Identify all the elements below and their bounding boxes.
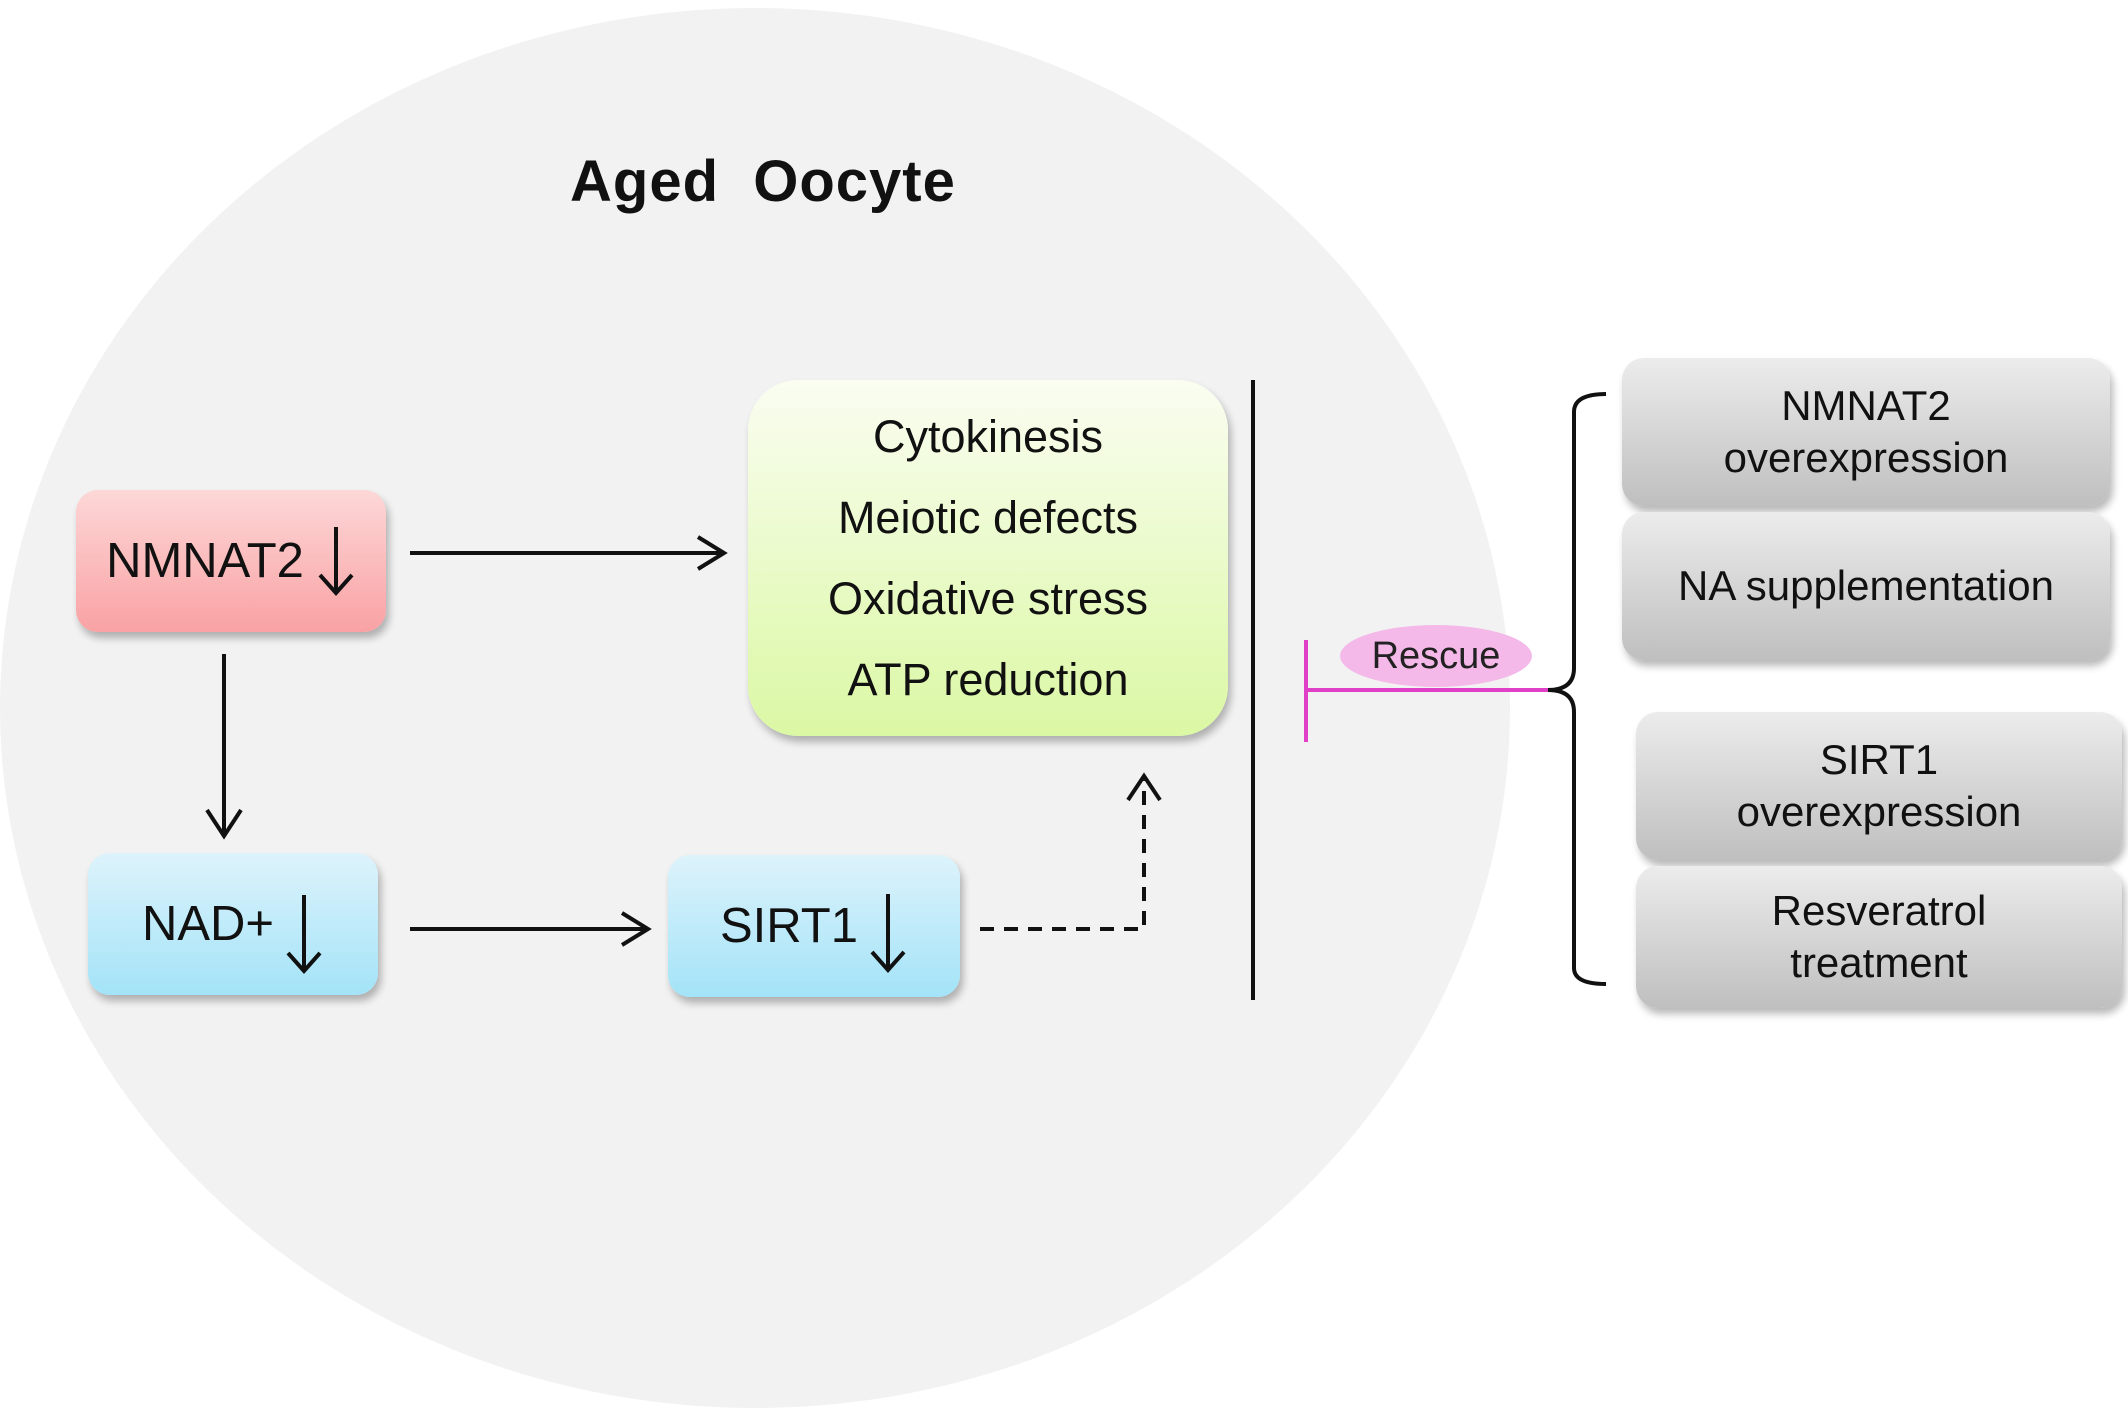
down-arrow-icon bbox=[316, 525, 356, 597]
treatment-line: NA supplementation bbox=[1678, 562, 2054, 609]
effects-box: Cytokinesis Meiotic defects Oxidative st… bbox=[748, 380, 1228, 736]
arrow-nad-to-sirt1 bbox=[410, 911, 652, 947]
arrow-nmnat2-to-nad bbox=[205, 654, 243, 840]
effect-item: Cytokinesis bbox=[872, 411, 1104, 462]
dashed-arrow-sirt1-to-effects bbox=[980, 772, 1162, 931]
sirt1-label: SIRT1 bbox=[720, 899, 858, 953]
rescue-inhibition bbox=[1304, 640, 1548, 742]
treatment-nmnat2-overexpression: NMNAT2 overexpression bbox=[1622, 358, 2110, 506]
treatment-line: treatment bbox=[1790, 939, 1968, 986]
arrow-nmnat2-to-effects bbox=[410, 535, 728, 571]
treatment-na-supplementation: NA supplementation bbox=[1622, 512, 2110, 660]
nad-label: NAD+ bbox=[141, 897, 275, 951]
rescue-label: Rescue bbox=[1340, 625, 1532, 687]
treatment-brace bbox=[1547, 392, 1607, 986]
treatment-line: SIRT1 bbox=[1819, 736, 1939, 783]
effect-item: Oxidative stress bbox=[827, 573, 1149, 624]
effect-item: ATP reduction bbox=[847, 654, 1129, 705]
nmnat2-label: NMNAT2 bbox=[106, 534, 304, 588]
nad-box: NAD+ bbox=[88, 853, 378, 995]
nmnat2-box: NMNAT2 bbox=[76, 490, 386, 632]
diagram-title: Aged Oocyte bbox=[570, 149, 956, 214]
down-arrow-icon bbox=[868, 892, 908, 974]
sirt1-box: SIRT1 bbox=[668, 855, 960, 997]
down-arrow-icon bbox=[284, 893, 324, 975]
treatment-resveratrol: Resveratrol treatment bbox=[1636, 866, 2122, 1008]
treatment-line: overexpression bbox=[1723, 434, 2009, 481]
treatment-line: NMNAT2 bbox=[1781, 382, 1951, 429]
treatment-sirt1-overexpression: SIRT1 overexpression bbox=[1636, 712, 2122, 860]
effect-item: Meiotic defects bbox=[837, 492, 1139, 543]
treatment-line: overexpression bbox=[1736, 788, 2022, 835]
treatment-line: Resveratrol bbox=[1771, 887, 1987, 934]
